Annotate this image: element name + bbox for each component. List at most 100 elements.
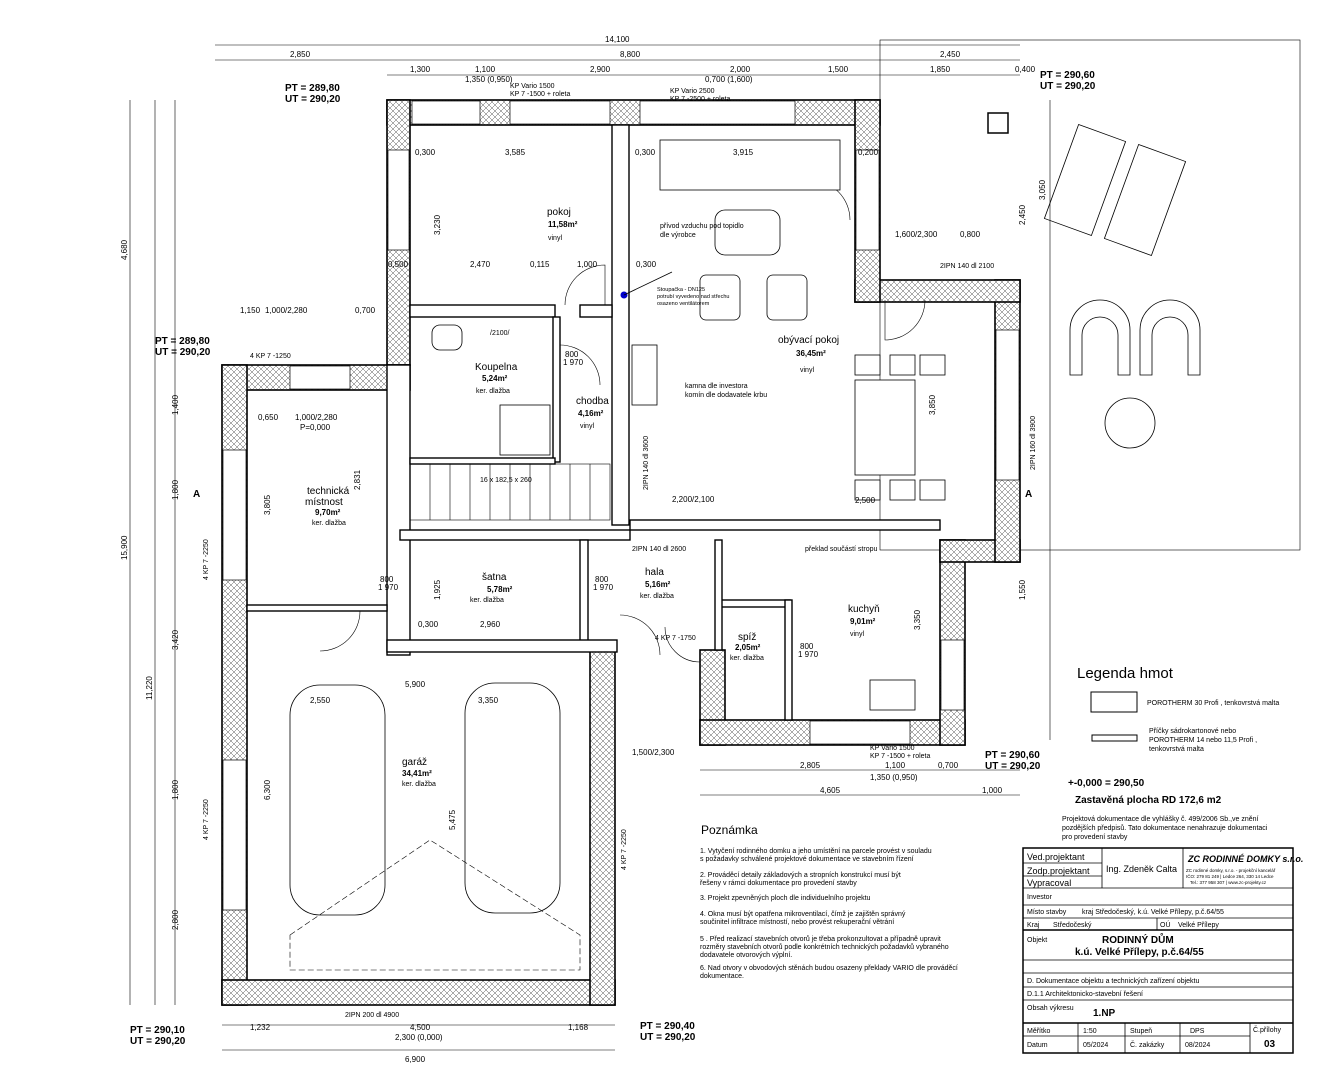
dim-text: 1,400 (171, 394, 180, 415)
dim-text: 11,220 (145, 676, 154, 700)
dim-text: 1,600/2,300 (895, 230, 938, 239)
company-logo: ZC RODINNÉ DOMKY s.r.o. (1187, 854, 1303, 864)
tb-value: D. Dokumentace objektu a technických zař… (1027, 978, 1199, 985)
dim-text: 4,680 (120, 239, 129, 260)
company-info: Tel.: 377 958 307 | www.zc-projekty.cz (1190, 880, 1267, 885)
dim-text: 2,000 (730, 65, 751, 74)
dim-text: 4,500 (410, 1023, 431, 1032)
lintel-label: 4 KP 7 -2250 (621, 829, 628, 870)
dim-text: 0,650 (258, 413, 279, 422)
dim-text: 3,230 (433, 214, 442, 235)
company-info: IČO: 279 81 249 | Ledce 264, 330 14 Ledc… (1186, 873, 1274, 879)
armchair (699, 274, 741, 321)
tb-value: Velké Přílepy (1178, 922, 1219, 929)
elevation-pt: PT = 289,80 (155, 336, 210, 347)
dim-text: 1,350 (0,950) (870, 773, 918, 782)
dim-text: P=0,000 (300, 423, 331, 432)
disclaimer: pro provedení stavby (1062, 834, 1128, 841)
dim-text: 2,800 (171, 909, 180, 930)
dimension-texts: 14,100 2,850 8,800 2,450 1,300 1,100 2,9… (120, 35, 1047, 1064)
zero-level: +-0,000 = 290,50 (1068, 778, 1145, 789)
dimension-lines (129, 44, 1051, 1051)
section-marker: A (1025, 489, 1032, 500)
dim-text: 1,800 (171, 479, 180, 500)
dim-text: 5,900 (405, 680, 426, 689)
dim-text: 2,900 (590, 65, 611, 74)
note-text: potrubí vyvedeno nad střechu (657, 294, 729, 300)
dim-text: 1,100 (885, 761, 906, 770)
dim-text: 800 (800, 642, 814, 651)
elevation-pt: PT = 290,10 (130, 1025, 185, 1036)
dim-text: 3,350 (913, 609, 922, 630)
room-floor: ker. dlažba (312, 520, 346, 527)
company-info: ZC rodinné domky, s.r.o. - projekční kan… (1186, 868, 1276, 873)
note-line: 5 . Před realizací stavebních otvorů je … (700, 935, 941, 943)
dim-text: 800 (595, 575, 609, 584)
ipn-label: 2IPN 160 dl 3900 (1030, 416, 1037, 470)
car (289, 684, 386, 916)
dim-text: 1,550 (1018, 579, 1027, 600)
legend-item: POROTHERM 30 Profi , tenkovrstvá malta (1147, 700, 1279, 707)
dim-text: 1,232 (250, 1023, 271, 1032)
washbasin (431, 324, 463, 351)
legend-swatch-partition (1091, 734, 1138, 742)
dim-text: 6,300 (263, 779, 272, 800)
tb-value: DPS (1190, 1028, 1205, 1035)
dim-text: 4,605 (820, 786, 841, 795)
dim-text: 1,000 (982, 786, 1003, 795)
dim-text: 3,585 (505, 148, 526, 157)
sink (869, 679, 916, 711)
dim-text: 1,168 (568, 1023, 589, 1032)
elevation-pt: PT = 290,60 (1040, 70, 1095, 81)
note-text: komín dle dodavatele krbu (685, 392, 767, 399)
dim-text: 2,960 (480, 620, 501, 629)
room-area: 5,24m² (482, 374, 508, 383)
shower (499, 404, 551, 456)
lounger (1103, 143, 1187, 257)
dim-text: 1,800 (171, 779, 180, 800)
furniture (289, 123, 1201, 916)
dim-text: 0,700 (1,600) (705, 75, 753, 84)
dim-text: 1,850 (930, 65, 951, 74)
elevation-ut: UT = 290,20 (130, 1036, 186, 1047)
note-line: rozměry stavebních otvorů podle konkrétn… (700, 943, 949, 951)
note-text: přívod vzduchu pod topidlo (660, 223, 744, 230)
room-name: chodba (576, 396, 609, 407)
tb-label: Č.přílohy (1253, 1025, 1282, 1034)
lintel-label: KP Vario 1500 (870, 745, 915, 752)
ipn-label: 2IPN 200 dl 4900 (345, 1012, 399, 1019)
tb-value: 03 (1264, 1039, 1276, 1050)
room-floor: vinyl (850, 631, 864, 638)
tb-label: Stupeň (1130, 1028, 1152, 1035)
tb-engineer: Ing. Zdeněk Calta (1106, 864, 1177, 874)
dim-text: 800 (380, 575, 394, 584)
tb-value: kraj Středočeský, k.ú. Velké Přílepy, p.… (1082, 909, 1224, 916)
elevation-ut: UT = 290,20 (1040, 81, 1096, 92)
dim-text: 0,400 (1015, 65, 1036, 74)
dim-text: 2,470 (470, 260, 491, 269)
tb-label: Obsah výkresu (1027, 1005, 1074, 1012)
room-area: 34,41m² (402, 769, 432, 778)
note-line: dodavatele otvorových výplní. (700, 952, 792, 959)
disclaimer: Projektová dokumentace dle vyhlášky č. 4… (1062, 816, 1259, 823)
room-name: šatna (482, 572, 507, 583)
room-floor: ker. dlažba (730, 655, 764, 662)
disclaimer: pozdějších předpisů. Tato dokumentace ne… (1062, 824, 1268, 832)
elevation-pt: PT = 290,60 (985, 750, 1040, 761)
annotations: KP Vario 1500 KP 7 -1500 + roleta KP Var… (193, 83, 1037, 1019)
elevation-ut: UT = 290,20 (285, 94, 341, 105)
elevation-ut: UT = 290,20 (640, 1032, 696, 1043)
room-name: technická (307, 486, 350, 497)
note-line: 2. Prováděcí detaily základových a strop… (700, 872, 901, 879)
note-line: 1. Vytyčení rodinného domku a jeho umíst… (700, 848, 932, 855)
legend-item: Příčky sádrokartonové nebo (1149, 728, 1236, 735)
staircase (409, 463, 611, 521)
room-area: 11,58m² (548, 220, 578, 229)
room-name: Koupelna (475, 362, 518, 373)
dim-text: 2,805 (800, 761, 821, 770)
stairs-label: 16 x 182,5 x 260 (480, 477, 532, 484)
dim-text: 1,500 (828, 65, 849, 74)
dim-text: 0,300 (636, 260, 657, 269)
legend-swatch-porotherm30 (1090, 691, 1138, 713)
